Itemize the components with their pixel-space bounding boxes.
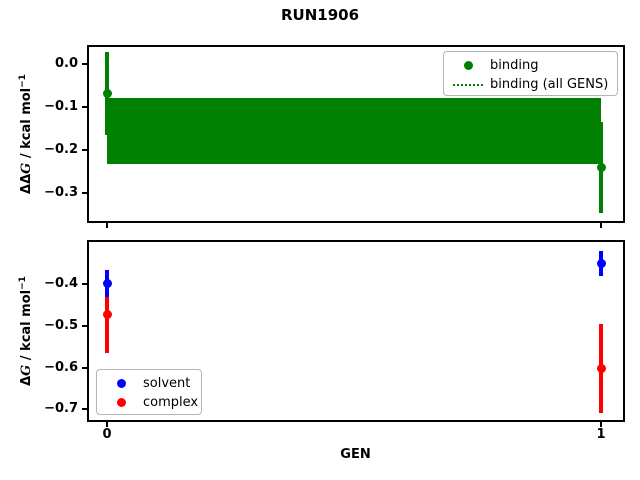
ylabel-g: G (19, 162, 35, 174)
data-point-solvent (596, 259, 606, 268)
complex-dot-icon (105, 398, 137, 407)
ylabel-exponent: −1 (17, 276, 28, 290)
y-tick-label: −0.2 (44, 142, 78, 158)
y-tick (82, 62, 87, 65)
y-tick-label: −0.4 (44, 276, 78, 292)
legend-item-binding: binding (452, 56, 609, 75)
top-axes (87, 45, 625, 223)
legend-label: solvent (143, 376, 191, 391)
solvent-dot-icon (105, 379, 137, 388)
x-tick (600, 223, 603, 228)
y-tick-label: −0.6 (44, 359, 78, 375)
y-tick-label: −0.5 (44, 318, 78, 333)
legend-item-solvent: solvent (105, 374, 193, 393)
y-tick (82, 408, 87, 411)
dotted-line-icon (452, 83, 484, 86)
y-tick-label: −0.3 (44, 185, 78, 201)
x-tick-label: 1 (596, 427, 606, 442)
ylabel-exponent: −1 (17, 74, 28, 88)
legend-label: binding (all GENS) (490, 77, 609, 92)
y-tick-label: 0.0 (54, 55, 78, 71)
legend-label: complex (143, 395, 199, 410)
top-legend: binding binding (all GENS) (443, 51, 618, 96)
y-tick-label: −0.7 (44, 401, 78, 417)
y-tick-label: −0.1 (44, 98, 78, 114)
top-y-axis-label: ΔΔG / kcal mol−1 (18, 74, 34, 194)
binding-dot-icon (452, 61, 484, 70)
uncertainty-band-binding-all-gens- (107, 98, 601, 165)
y-tick (82, 105, 87, 108)
y-tick (82, 192, 87, 195)
data-point-complex (596, 364, 606, 373)
bottom-axes (87, 240, 625, 422)
y-tick (82, 325, 87, 327)
figure-title: RUN1906 (280, 6, 360, 24)
y-tick (82, 149, 87, 152)
x-tick (106, 422, 109, 427)
x-axis-label: GEN (340, 447, 371, 462)
ylabel-delta: Δ (19, 375, 35, 386)
y-tick (82, 366, 87, 369)
data-point-binding (102, 88, 112, 98)
legend-item-binding-all-gens: binding (all GENS) (452, 75, 609, 94)
data-point-complex (102, 309, 112, 319)
bottom-legend: solvent complex (96, 369, 202, 415)
data-point-binding (596, 162, 606, 172)
legend-label: binding (490, 58, 539, 73)
x-tick (600, 422, 603, 427)
y-tick (82, 283, 87, 286)
data-point-solvent (102, 279, 112, 288)
x-tick (106, 223, 109, 228)
x-tick-label: 0 (102, 427, 112, 442)
legend-item-complex: complex (105, 393, 198, 412)
